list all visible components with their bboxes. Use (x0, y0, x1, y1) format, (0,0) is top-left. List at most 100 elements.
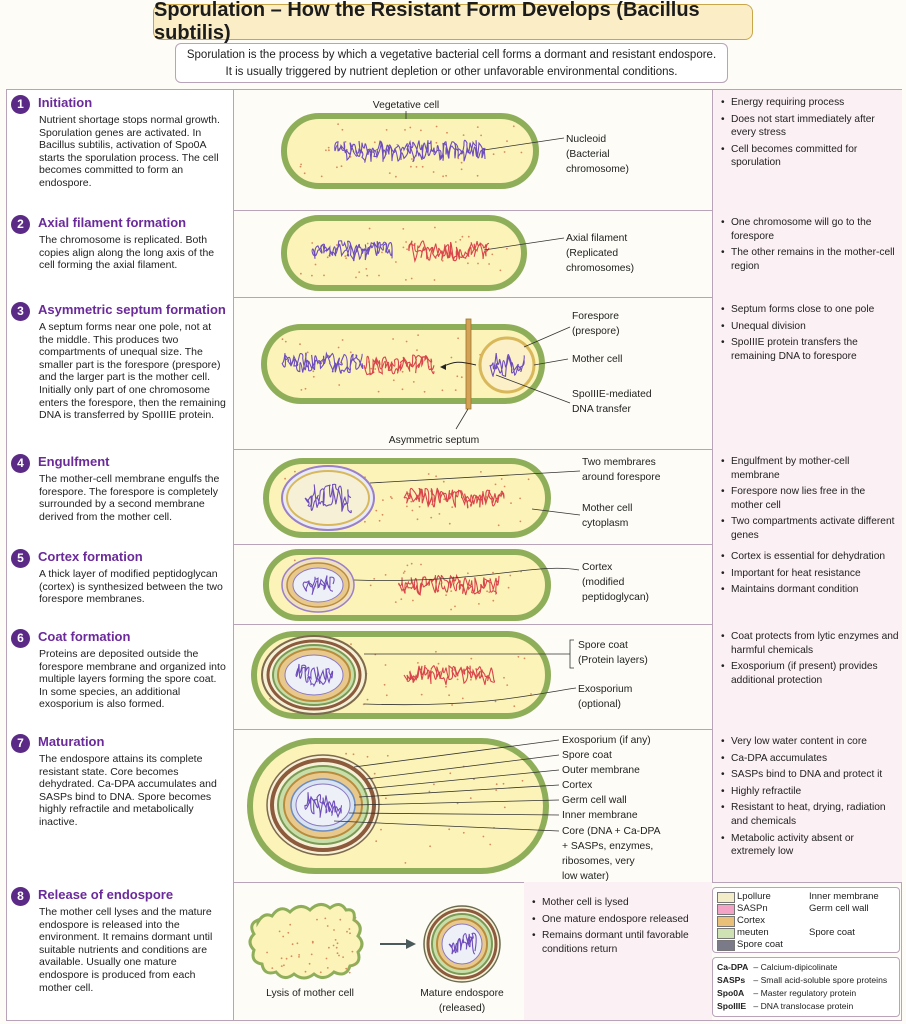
label-cortex-3: peptidoglycan) (582, 592, 649, 603)
bullet-item: Two compartments activate different gene… (721, 515, 899, 542)
step-heading: Maturation (38, 734, 105, 749)
label-spore-coat: Spore coat (578, 640, 628, 651)
step-notes-5: Cortex is essential for dehydrationImpor… (712, 544, 902, 624)
step-heading: Coat formation (38, 629, 131, 644)
step-text-3: 3 Asymmetric septum formation A septum f… (7, 297, 234, 449)
step-number: 6 (11, 629, 30, 648)
chromosome-forespore (304, 483, 352, 514)
abbreviation-row: Spo0A – Master regulatory protein (717, 988, 857, 998)
step-text-7: 7 Maturation The endospore attains its c… (7, 729, 234, 882)
abbreviation-term: SASPs (717, 975, 746, 985)
step-notes-8: Mother cell is lysedOne mature endospore… (524, 882, 712, 1020)
step-text-8: 8 Release of endospore The mother cell l… (7, 882, 234, 1020)
bullet-item: Energy requiring process (721, 96, 899, 110)
step-notes-1: Energy requiring processDoes not start i… (712, 90, 902, 210)
step-number: 7 (11, 734, 30, 753)
chromosome-forespore (302, 575, 335, 595)
layer-legend: Lpollure Inner membrane SASPn Germ cell … (712, 887, 900, 953)
step-number: 3 (11, 302, 30, 321)
bullet-item: Septum forms close to one pole (721, 303, 899, 317)
label-core: Core (DNA + Ca-DPA (562, 826, 661, 837)
label-forespore-2: (prespore) (572, 326, 620, 337)
step-heading: Asymmetric septum formation (38, 302, 226, 317)
step-bullets: Energy requiring processDoes not start i… (721, 96, 899, 173)
label-lysis: Lysis of mother cell (266, 988, 354, 999)
step-number: 5 (11, 549, 30, 568)
step-notes-2: One chromosome will go to the foresporeT… (712, 210, 902, 297)
label-axial-3: chromosomes) (566, 263, 634, 274)
bullet-item: Remains dormant until favorable conditio… (532, 929, 712, 956)
legend-label: SASPn (737, 903, 768, 914)
step-description: The endospore attains its complete resis… (39, 753, 217, 828)
chromosome-mother (398, 573, 500, 596)
step-bullets: Cortex is essential for dehydrationImpor… (721, 550, 899, 600)
step-text-4: 4 Engulfment The mother-cell membrane en… (7, 449, 234, 544)
label-core-2: + SASPs, enzymes, (562, 841, 653, 852)
label-outer-membrane: Outer membrane (562, 765, 640, 776)
bullet-item: Mother cell is lysed (532, 896, 712, 910)
bullet-item: The other remains in the mother-cell reg… (721, 246, 899, 273)
abbreviation-row: SASPs – Small acid-soluble spore protein… (717, 975, 888, 985)
step-row-3: 3 Asymmetric septum formation A septum f… (7, 297, 902, 450)
step-notes-7: Very low water content in coreCa-DPA acc… (712, 729, 902, 882)
chromosome-mother-purple (281, 351, 364, 374)
step-description: Proteins are deposited outside the fores… (39, 648, 226, 711)
abbreviation-row: Ca-DPA – Calcium-dipicolinate (717, 962, 838, 972)
stage-8-diagram: Lysis of mother cell Mature endospore (r… (248, 903, 504, 1014)
chromosome-mother (403, 487, 505, 509)
stage-7-diagram: Exosporium (if any) Spore coat Outer mem… (247, 735, 661, 882)
step-heading: Initiation (38, 95, 93, 110)
intro-box: Sporulation is the process by which a ve… (175, 43, 728, 83)
abbreviation-def: Small acid-soluble spore proteins (760, 975, 888, 985)
label-cortex-2: (modified (582, 577, 625, 588)
step-bullets: Very low water content in coreCa-DPA acc… (721, 735, 899, 862)
label-mother-cell-cytoplasm: Mother cell (582, 503, 632, 514)
bullet-item: Cell becomes committed for sporulation (721, 143, 899, 170)
step-row-7: 7 Maturation The endospore attains its c… (7, 729, 902, 883)
label-forespore: Forespore (572, 311, 619, 322)
step-description: The chromosome is replicated. Both copie… (39, 234, 215, 272)
maturation-leader-lines (333, 739, 560, 832)
legend-label: Cortex (737, 915, 765, 926)
intro-line-2: It is usually triggered by nutrient depl… (225, 66, 678, 78)
stage-5-diagram: Cortex (modified peptidoglycan) (263, 549, 649, 621)
abbreviation-row: SpoIIIE – DNA translocase protein (717, 1001, 854, 1011)
chromosome-copy-2 (408, 240, 490, 263)
bullet-item: SpoIIIE protein transfers the remaining … (721, 336, 899, 363)
step-heading: Cortex formation (38, 549, 143, 564)
step-description: The mother cell lyses and the mature end… (39, 906, 213, 994)
abbreviation-term: Spo0A (717, 988, 745, 998)
abbreviation-def: DNA translocase protein (760, 1001, 854, 1011)
bullet-item: One mature endospore released (532, 913, 712, 927)
legend-swatch (717, 916, 735, 927)
label-spore-coat: Spore coat (562, 750, 612, 761)
stage-6-diagram: Spore coat (Protein layers) Exosporium (… (251, 631, 648, 719)
bullet-item: Highly refractile (721, 785, 899, 799)
page-title: Sporulation – How the Resistant Form Dev… (153, 0, 753, 44)
stage-3-diagram: Forespore (prespore) Mother cell SpoIIIE… (261, 311, 652, 446)
stage-2-diagram: Axial filament (Replicated chromosomes) (281, 215, 634, 291)
lysed-mother-cell (248, 903, 364, 980)
cytoplasm-dots (299, 123, 523, 178)
step-text-2: 2 Axial filament formation The chromosom… (7, 210, 234, 297)
step-row-4: 4 Engulfment The mother-cell membrane en… (7, 449, 902, 545)
step-text-1: 1 Initiation Nutrient shortage stops nor… (7, 90, 234, 210)
step-notes-3: Septum forms close to one poleUnequal di… (712, 297, 902, 449)
legend-swatch (717, 928, 735, 939)
bullet-item: Resistant to heat, drying, radiation and… (721, 801, 899, 828)
bullet-item: Metabolic activity absent or extremely l… (721, 832, 899, 859)
chromosome-forespore (489, 353, 525, 378)
label-two-membranes-2: around forespore (582, 472, 661, 483)
bullet-item: Coat protects from lytic enzymes and har… (721, 630, 899, 657)
cytoplasm-dots (300, 226, 508, 281)
step-row-6: 6 Coat formation Proteins are deposited … (7, 624, 902, 730)
label-nucleoid-3: chromosome) (566, 164, 629, 175)
step-text-5: 5 Cortex formation A thick layer of modi… (7, 544, 234, 624)
abbreviation-def: Calcium-dipicolinate (760, 962, 838, 972)
bullet-item: Important for heat resistance (721, 567, 899, 581)
abbreviation-def: Master regulatory protein (760, 988, 857, 998)
step-heading: Engulfment (38, 454, 110, 469)
label-cortex: Cortex (582, 562, 613, 573)
step-row-8: 8 Release of endospore The mother cell l… (7, 882, 901, 1020)
chromosome-mother (403, 664, 496, 685)
